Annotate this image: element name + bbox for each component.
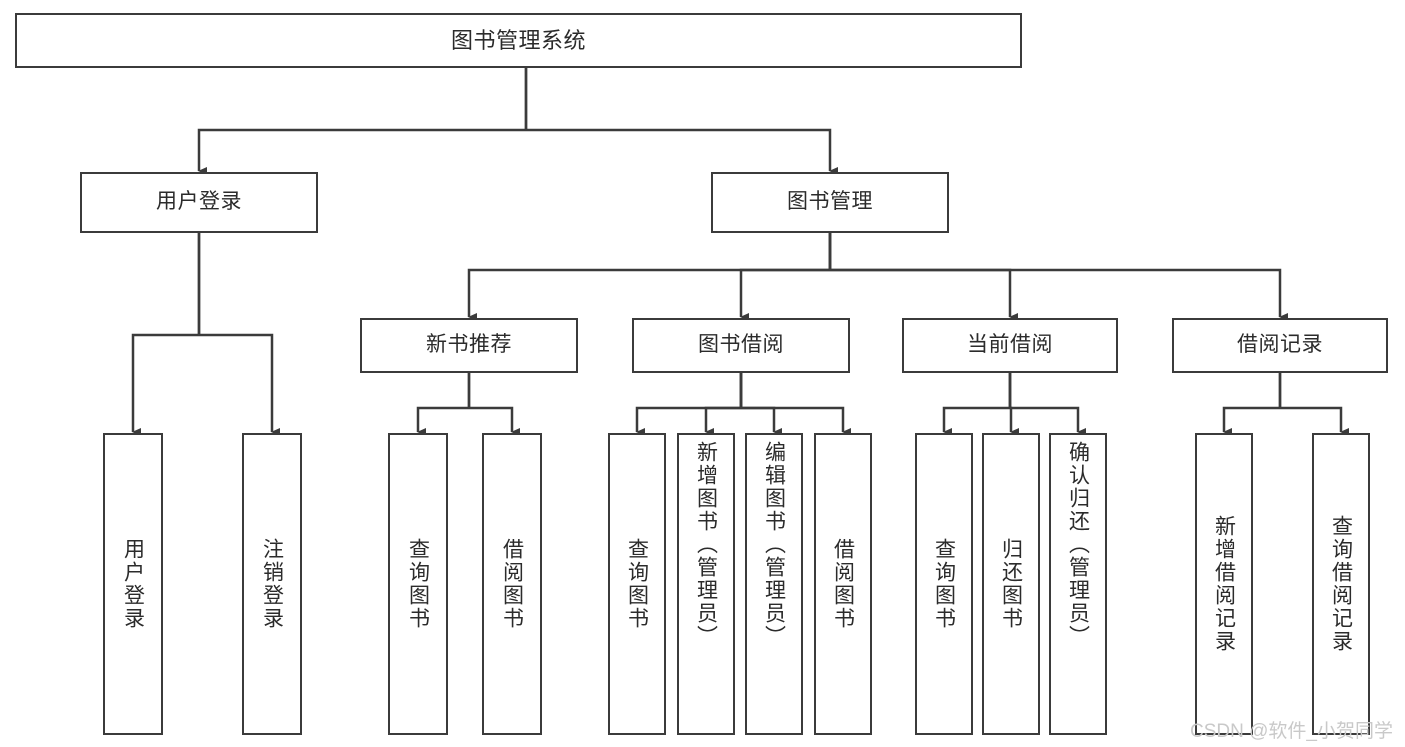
- node-label: 借阅图书: [831, 538, 855, 630]
- node-label: 用户登录: [156, 190, 242, 214]
- node-box[interactable]: 查询借阅记录: [1312, 433, 1370, 735]
- connector: [467, 233, 832, 321]
- connector: [131, 233, 201, 436]
- connector: [1278, 373, 1349, 436]
- node-box[interactable]: 注销登录: [242, 433, 302, 735]
- connector: [524, 68, 838, 175]
- connector: [197, 68, 528, 175]
- connector: [416, 373, 471, 436]
- node-box[interactable]: 新书推荐: [360, 318, 578, 373]
- connector: [942, 373, 1012, 436]
- node-box[interactable]: 借阅图书: [814, 433, 872, 735]
- connector: [739, 373, 782, 436]
- node-label: 当前借阅: [967, 333, 1053, 357]
- edge-layer: [131, 68, 1349, 436]
- node-box[interactable]: 新增借阅记录: [1195, 433, 1253, 735]
- node-label: 新增借阅记录: [1212, 515, 1236, 653]
- connector: [467, 373, 520, 436]
- node-box[interactable]: 借阅图书: [482, 433, 542, 735]
- node-box[interactable]: 用户登录: [103, 433, 163, 735]
- node-label: 图书管理: [787, 190, 873, 214]
- node-label: 查询图书: [932, 538, 956, 630]
- node-box[interactable]: 确认归还（管理员）: [1049, 433, 1107, 735]
- node-label: 借阅图书: [500, 538, 524, 630]
- connector: [704, 373, 743, 436]
- node-box[interactable]: 新增图书（管理员）: [677, 433, 735, 735]
- node-box[interactable]: 查询图书: [388, 433, 448, 735]
- connector: [1222, 373, 1282, 436]
- node-box[interactable]: 图书借阅: [632, 318, 850, 373]
- connector: [828, 233, 1288, 321]
- connector: [739, 233, 832, 321]
- node-box[interactable]: 编辑图书（管理员）: [745, 433, 803, 735]
- connector: [635, 373, 743, 436]
- node-box[interactable]: 用户登录: [80, 172, 318, 233]
- node-label: 新书推荐: [426, 333, 512, 357]
- node-root[interactable]: 图书管理系统: [15, 13, 1022, 68]
- node-box[interactable]: 查询图书: [608, 433, 666, 735]
- node-label: 用户登录: [121, 538, 145, 630]
- connector: [1008, 373, 1086, 436]
- connector: [739, 373, 851, 436]
- node-label: 图书管理系统: [450, 27, 586, 53]
- node-box[interactable]: 借阅记录: [1172, 318, 1388, 373]
- connector: [828, 233, 1018, 321]
- node-box[interactable]: 归还图书: [982, 433, 1040, 735]
- connector: [197, 233, 280, 436]
- node-label: 编辑图书（管理员）: [762, 441, 786, 648]
- node-label: 查询借阅记录: [1329, 515, 1353, 653]
- node-label: 查询图书: [406, 538, 430, 630]
- node-label: 注销登录: [260, 538, 284, 630]
- node-label: 归还图书: [999, 538, 1023, 630]
- node-label: 查询图书: [625, 538, 649, 630]
- node-label: 新增图书（管理员）: [694, 441, 718, 648]
- node-label: 借阅记录: [1237, 333, 1323, 357]
- node-box[interactable]: 图书管理: [711, 172, 949, 233]
- node-label: 图书借阅: [698, 333, 784, 357]
- node-box[interactable]: 查询图书: [915, 433, 973, 735]
- node-box[interactable]: 当前借阅: [902, 318, 1118, 373]
- node-label: 确认归还（管理员）: [1066, 441, 1090, 648]
